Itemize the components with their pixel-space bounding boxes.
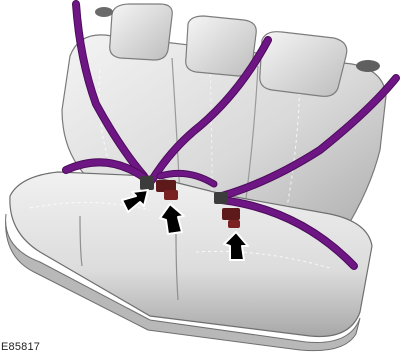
figure-reference-code: E85817: [1, 341, 40, 354]
